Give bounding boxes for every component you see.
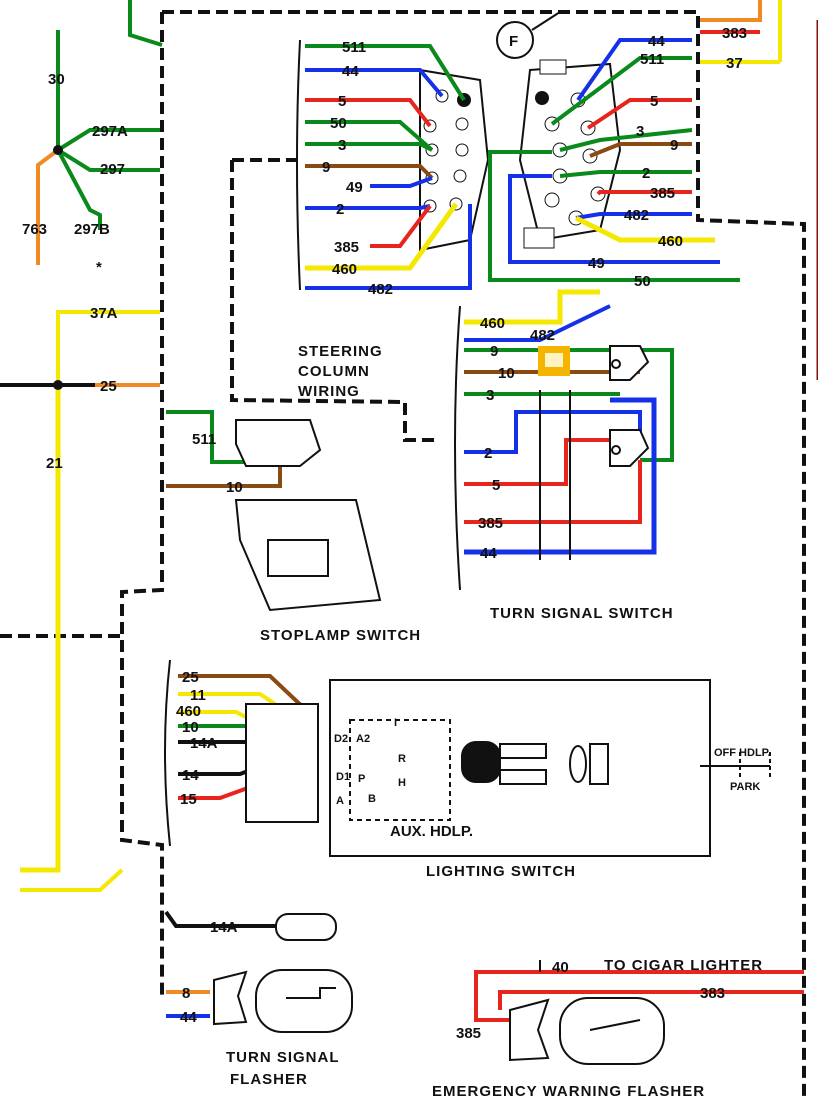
wire-label-44-fl: 44 [180, 1009, 197, 1026]
wire-label-2-ts: 2 [484, 445, 492, 462]
to-cigar-lighter-label: TO CIGAR LIGHTER [604, 957, 763, 974]
wire-label-49-r: 49 [588, 255, 605, 272]
wire-label-44-col: 44 [342, 63, 359, 80]
terminal-h: H [398, 777, 406, 789]
wire-label-383-top: 383 [722, 25, 747, 42]
terminal-d1: D1 [336, 771, 350, 783]
label-column: COLUMN [298, 363, 370, 380]
wire-label-50-col: 50 [330, 115, 347, 132]
off-hdlp-label: OFF HDLP. [714, 747, 771, 759]
left-branch [0, 0, 163, 892]
wire-label-8-fl: 8 [182, 985, 190, 1002]
turn-signal-bracket [454, 305, 461, 591]
label-wiring: WIRING [298, 383, 360, 400]
wire-label-2-r: 2 [642, 165, 650, 182]
terminal-a2: A2 [356, 733, 370, 745]
park-label: PARK [730, 781, 760, 793]
terminal-r: R [398, 753, 406, 765]
turn-signal-wires [464, 289, 674, 555]
wire-label-14a-ls: 14A [190, 735, 218, 752]
wire-label-11-ls: 11 [190, 687, 206, 704]
wire-label-21: 21 [46, 455, 63, 472]
wire-label-511-stop: 511 [192, 431, 216, 448]
wire-label-297a: 297A [92, 123, 128, 140]
wire-label-15-ls: 15 [180, 791, 197, 808]
turn-signal-flasher-title-2: FLASHER [230, 1071, 308, 1088]
wire-label-44-ts: 44 [480, 545, 497, 562]
wire-label-460-ts: 460 [480, 315, 505, 332]
wire-label-37a: 37A [90, 305, 118, 322]
wire-label-482-ts: 482 [530, 327, 555, 344]
wire-label-50-r: 50 [634, 273, 651, 290]
wire-label-14a-bot: 14A [210, 919, 238, 936]
wire-label-297b: 297B [74, 221, 110, 238]
wire-label-49-col: 49 [346, 179, 363, 196]
wire-label-385-bot: 385 [456, 1025, 481, 1042]
wire-label-297: 297 [100, 161, 125, 178]
wire-label-40: 40 [552, 959, 569, 976]
column-wires-right [488, 38, 740, 282]
connector-14a [275, 913, 337, 941]
aux-hdlp-label: AUX. HDLP. [390, 823, 473, 840]
stoplamp-switch-body [234, 419, 382, 612]
terminal-d2: D2 [334, 733, 348, 745]
wire-label-511-col: 511 [342, 39, 366, 56]
wire-label-10-ls: 10 [182, 719, 199, 736]
wire-label-3-ts: 3 [486, 387, 494, 404]
column-wires-left [305, 44, 472, 290]
terminal-i: I [394, 717, 397, 729]
wire-label-460-ls: 460 [176, 703, 201, 720]
wire-label-14-ls: 14 [182, 767, 199, 784]
turn-signal-flasher-body [213, 969, 353, 1033]
wire-label-385-r: 385 [650, 185, 675, 202]
f-marker-label: F [509, 33, 518, 50]
wire-label-3-col: 3 [338, 137, 346, 154]
wire-label-460-col: 460 [332, 261, 357, 278]
emergency-warning-flasher-title: EMERGENCY WARNING FLASHER [432, 1083, 705, 1100]
terminal-p: P [358, 773, 365, 785]
wire-label-5-ts: 5 [492, 477, 500, 494]
wire-label-511-r: 511 [640, 51, 664, 68]
terminal-a: A [336, 795, 344, 807]
f-marker-circle [496, 21, 534, 59]
wire-label-3-r: 3 [636, 123, 644, 140]
turn-signal-flasher-title-1: TURN SIGNAL [226, 1049, 340, 1066]
wire-label-25-ls: 25 [182, 669, 199, 686]
wire-label-44-r: 44 [648, 33, 665, 50]
wire-label-9-ts: 9 [490, 343, 498, 360]
turn-signal-switch-body [539, 345, 650, 560]
wire-label-482-col: 482 [368, 281, 393, 298]
wire-label-5-r: 5 [650, 93, 658, 110]
wire-label-385-ts: 385 [478, 515, 503, 532]
wire-label-10-stop: 10 [226, 479, 243, 496]
stoplamp-switch-title: STOPLAMP SWITCH [260, 627, 421, 644]
lighting-switch-body [245, 679, 771, 857]
stoplamp-wires [166, 410, 282, 488]
terminal-b: B [368, 793, 376, 805]
wire-label-763: 763 [22, 221, 47, 238]
asterisk-mark: * [96, 259, 102, 276]
wire-label-10-ts: 10 [498, 365, 515, 382]
wire-label-30: 30 [48, 71, 65, 88]
wire-label-2-col: 2 [336, 201, 344, 218]
wire-label-9-r: 9 [670, 137, 678, 154]
lighting-switch-title: LIGHTING SWITCH [426, 863, 576, 880]
harness-outline [0, 10, 806, 1100]
wire-label-460-r: 460 [658, 233, 683, 250]
wire-label-383-bot: 383 [700, 985, 725, 1002]
turn-signal-switch-title: TURN SIGNAL SWITCH [490, 605, 674, 622]
wire-label-9-col: 9 [322, 159, 330, 176]
note-icon[interactable] [545, 353, 563, 367]
wire-label-37-top: 37 [726, 55, 743, 72]
wire-label-385-col: 385 [334, 239, 359, 256]
label-steering: STEERING [298, 343, 383, 360]
wire-label-482-r: 482 [624, 207, 649, 224]
wire-label-5-col: 5 [338, 93, 346, 110]
emergency-flasher-body [509, 997, 665, 1065]
wire-label-25-left: 25 [100, 378, 117, 395]
